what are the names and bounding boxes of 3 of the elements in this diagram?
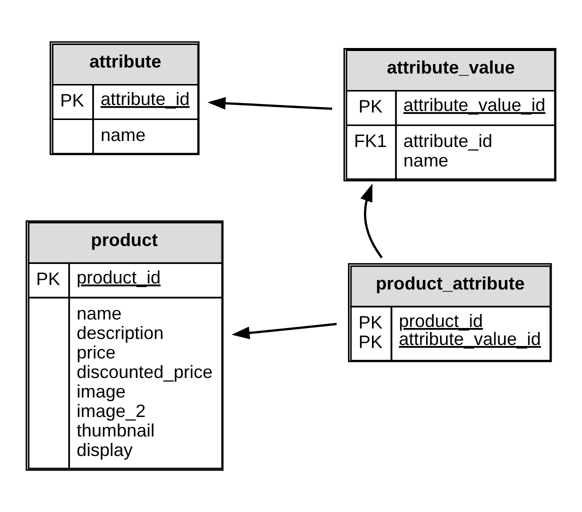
arrow xyxy=(360,184,383,258)
arrow xyxy=(208,97,332,110)
arrow xyxy=(232,322,337,340)
